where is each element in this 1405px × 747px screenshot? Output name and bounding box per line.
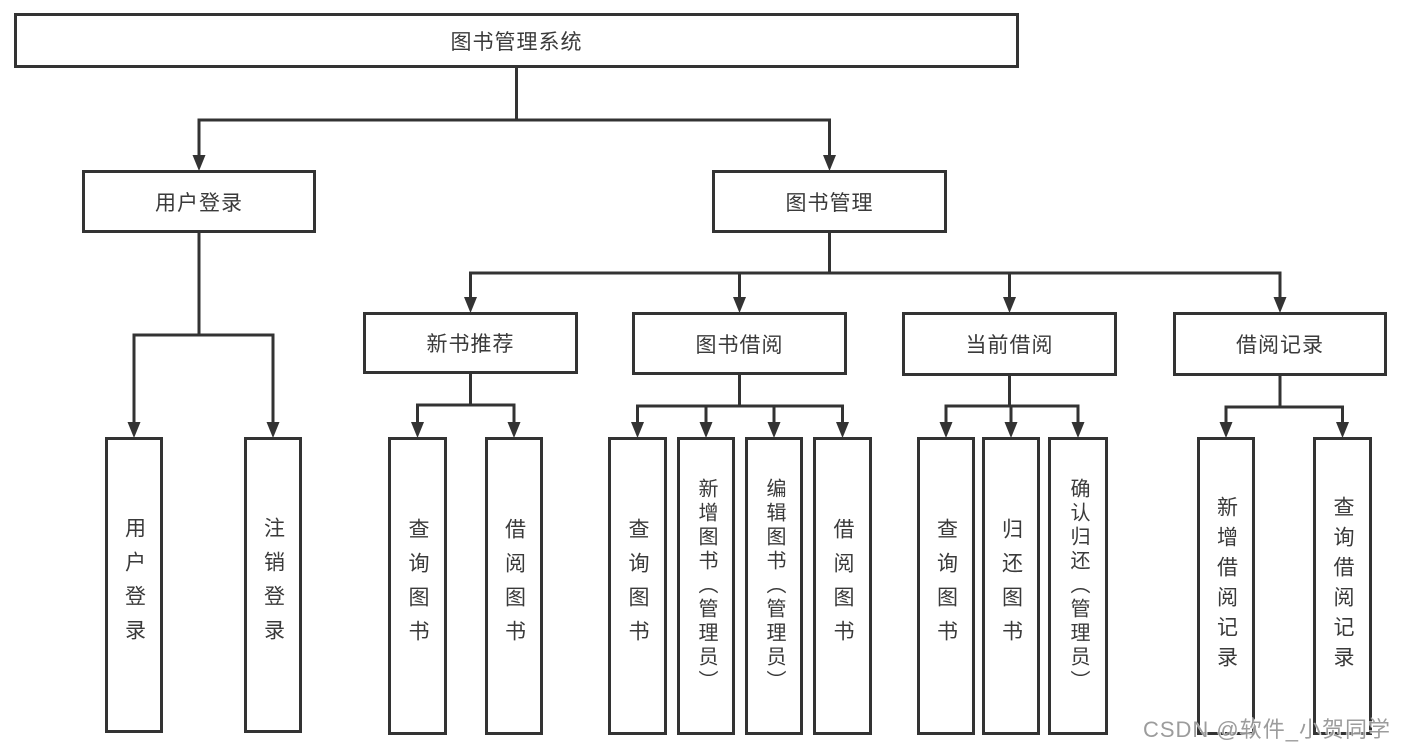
node-label: 借阅图书 <box>831 518 854 654</box>
node-label: 借阅记录 <box>1236 334 1324 357</box>
node-label: 用户登录 <box>122 517 146 653</box>
watermark-text: CSDN @软件_小贺同学 <box>1142 717 1391 742</box>
node-label: 查询图书 <box>406 518 429 654</box>
arrowhead <box>1003 297 1016 313</box>
node-add-borrow-rec: 新增借阅记录 <box>1197 437 1255 735</box>
node-label: 确认归还（管理员） <box>1067 478 1089 694</box>
arrowhead <box>836 422 849 438</box>
node-label: 查询图书 <box>626 518 649 654</box>
arrowhead <box>411 422 424 438</box>
node-book-borrow: 图书借阅 <box>632 312 847 375</box>
arrowhead <box>767 422 781 438</box>
arrowhead <box>1071 422 1085 438</box>
node-query-books-3: 查询图书 <box>917 437 975 735</box>
node-label: 注销登录 <box>261 517 285 653</box>
node-label: 新增图书（管理员） <box>695 478 717 694</box>
node-label: 查询借阅记录 <box>1331 496 1354 676</box>
arrowhead <box>127 422 141 438</box>
node-label: 当前借阅 <box>965 334 1054 357</box>
arrowhead <box>733 297 746 313</box>
arrowhead <box>1273 297 1287 313</box>
node-label: 归还图书 <box>999 518 1023 654</box>
node-add-books: 新增图书（管理员） <box>677 437 735 735</box>
arrowhead <box>1219 422 1233 438</box>
node-borrow-books-1: 借阅图书 <box>485 437 543 735</box>
arrowhead <box>266 422 280 438</box>
node-confirm-return: 确认归还（管理员） <box>1048 437 1108 735</box>
node-label: 新书推荐 <box>426 333 515 356</box>
arrowhead <box>1336 422 1349 438</box>
node-borrow-books-2: 借阅图书 <box>813 437 872 735</box>
node-query-borrow-rec: 查询借阅记录 <box>1313 437 1372 735</box>
node-label: 查询图书 <box>934 518 958 654</box>
node-label: 图书借阅 <box>695 333 784 357</box>
node-label: 用户登录 <box>155 191 243 215</box>
node-root: 图书管理系统 <box>14 13 1019 68</box>
node-edit-books: 编辑图书（管理员） <box>745 437 803 735</box>
arrowhead <box>1004 422 1018 438</box>
node-return-books: 归还图书 <box>982 437 1040 735</box>
arrowhead <box>631 422 644 438</box>
node-borrow-records: 借阅记录 <box>1173 312 1387 376</box>
node-current-borrow: 当前借阅 <box>902 312 1117 376</box>
arrowhead <box>699 422 713 438</box>
node-user-login: 用户登录 <box>82 170 316 233</box>
arrowhead <box>507 422 521 438</box>
node-label: 新增借阅记录 <box>1214 496 1238 676</box>
node-label: 图书管理系统 <box>450 30 583 54</box>
node-book-mgmt: 图书管理 <box>712 170 947 233</box>
node-label: 图书管理 <box>785 191 874 215</box>
node-label: 编辑图书（管理员） <box>763 478 785 694</box>
node-query-books-1: 查询图书 <box>388 437 447 735</box>
node-logout-leaf: 注销登录 <box>244 437 302 733</box>
node-login-leaf: 用户登录 <box>105 437 163 733</box>
node-new-book-rec: 新书推荐 <box>363 312 578 374</box>
arrowhead <box>192 155 206 171</box>
arrowhead <box>939 422 953 438</box>
arrowhead <box>464 297 477 313</box>
arrowhead <box>823 155 836 171</box>
node-label: 借阅图书 <box>502 518 526 654</box>
node-query-books-2: 查询图书 <box>608 437 667 735</box>
